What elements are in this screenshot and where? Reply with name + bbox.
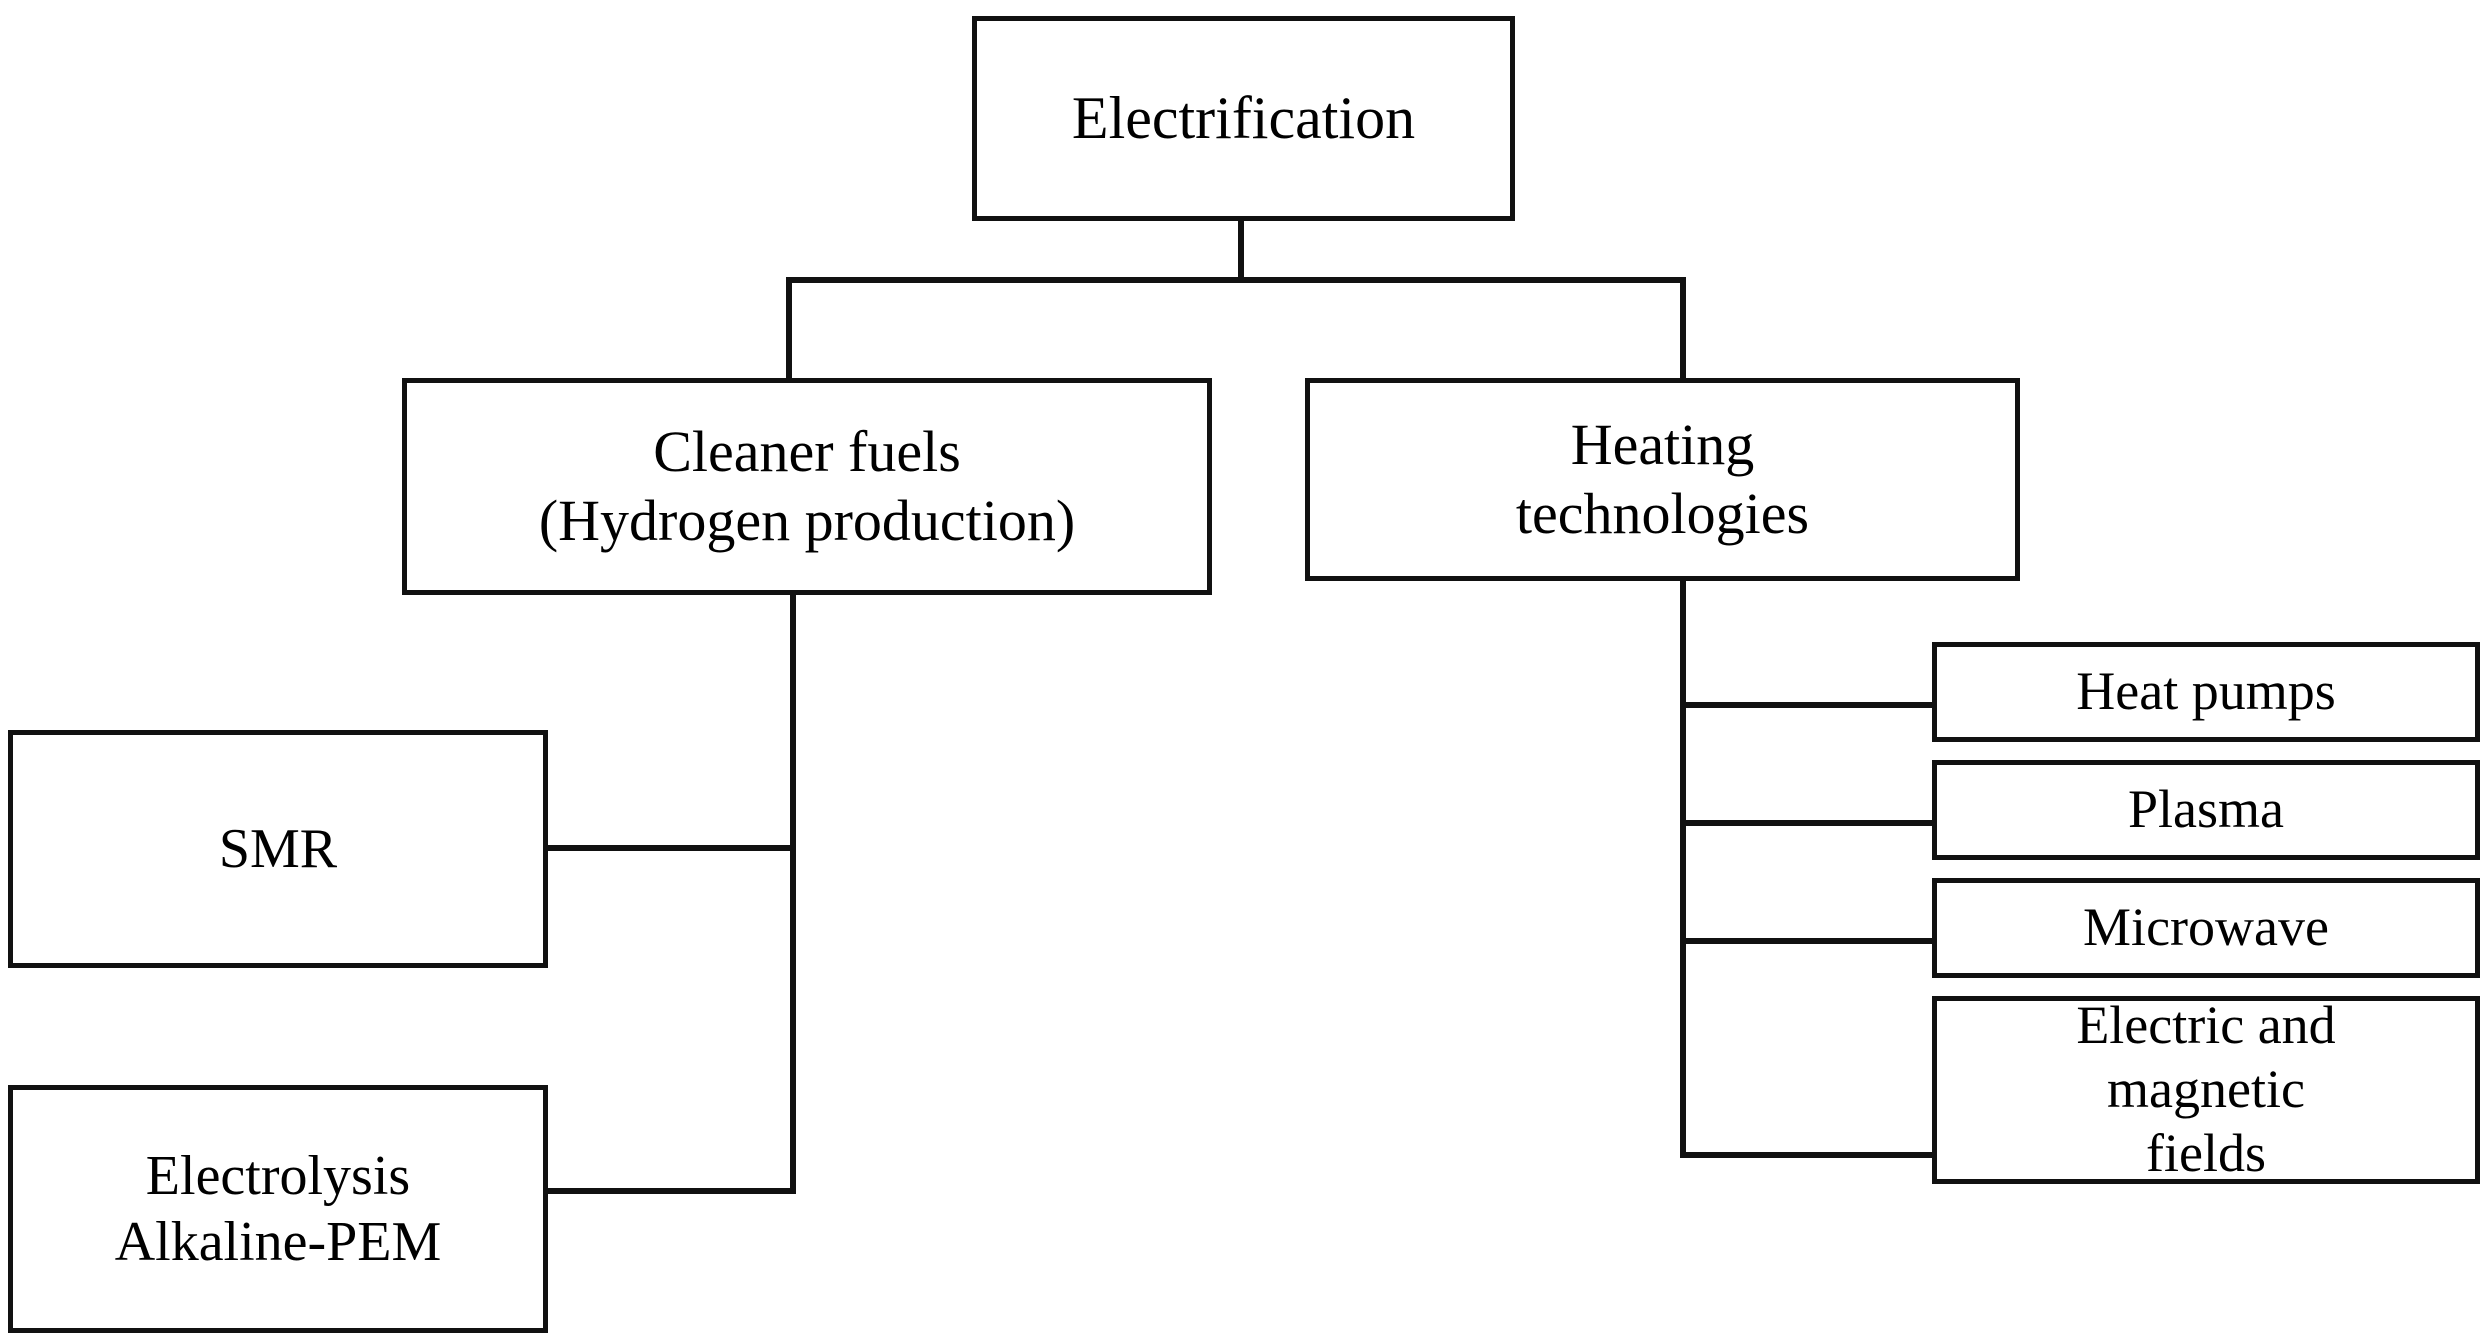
- node-microwave-label: Microwave: [2083, 897, 2329, 958]
- node-heating-technologies: Heating technologies: [1305, 378, 2020, 581]
- node-cleaner-fuels-label: Cleaner fuels (Hydrogen production): [538, 419, 1076, 553]
- connector-to-smr: [544, 845, 794, 851]
- node-electric-magnetic-fields-label: Electric and magnetic fields: [2076, 995, 2336, 1183]
- node-electric-magnetic-fields: Electric and magnetic fields: [1932, 995, 2480, 1184]
- node-plasma: Plasma: [1932, 760, 2480, 860]
- connector-root-stem: [1238, 218, 1244, 282]
- connector-to-plasma: [1680, 820, 1936, 826]
- node-electrification: Electrification: [972, 16, 1515, 221]
- connector-to-heat-pumps: [1680, 702, 1936, 708]
- node-electrolysis: Electrolysis Alkaline-PEM: [8, 1085, 548, 1333]
- connector-bus-to-heating: [1680, 277, 1686, 381]
- connector-to-electrolysis: [544, 1188, 794, 1194]
- node-heat-pumps: Heat pumps: [1932, 642, 2480, 742]
- node-smr: SMR: [8, 730, 548, 968]
- connector-to-microwave: [1680, 938, 1936, 944]
- node-smr-label: SMR: [218, 817, 338, 880]
- connector-to-electric-magnetic-fields: [1680, 1152, 1936, 1158]
- node-heat-pumps-label: Heat pumps: [2076, 661, 2336, 722]
- node-electrolysis-label: Electrolysis Alkaline-PEM: [114, 1144, 442, 1273]
- node-electrification-label: Electrification: [1071, 85, 1416, 152]
- node-cleaner-fuels: Cleaner fuels (Hydrogen production): [402, 378, 1212, 595]
- connector-level2-bus: [786, 277, 1686, 283]
- connector-heating-trunk: [1680, 578, 1686, 1158]
- node-microwave: Microwave: [1932, 878, 2480, 978]
- node-plasma-label: Plasma: [2128, 779, 2284, 840]
- node-heating-technologies-label: Heating technologies: [1515, 412, 1810, 546]
- connector-bus-to-cleaner-fuels: [786, 277, 792, 381]
- connector-cleaner-fuels-trunk: [790, 592, 796, 1194]
